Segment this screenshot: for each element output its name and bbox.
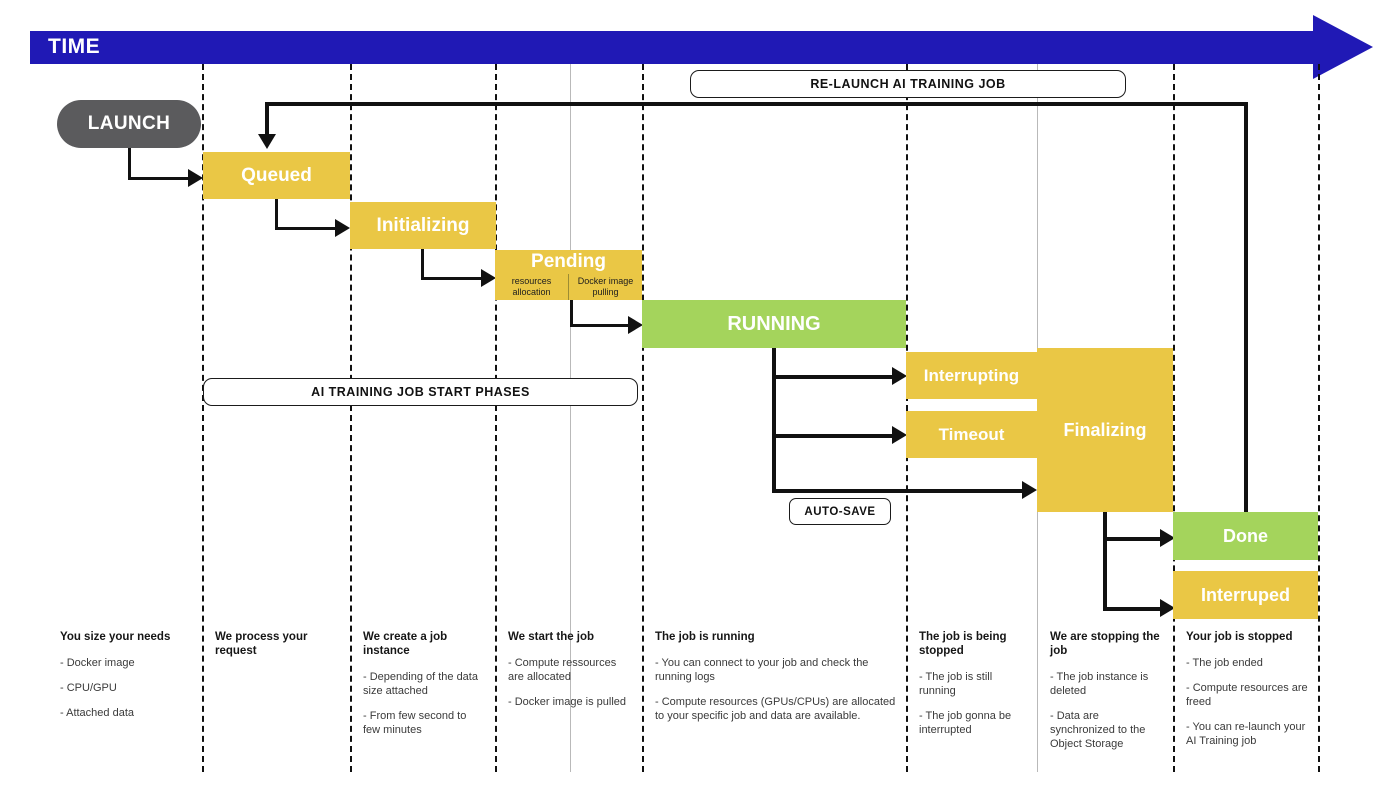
state-interrupting[interactable]: Interrupting bbox=[906, 352, 1037, 399]
pending-to-running-vertical bbox=[570, 300, 573, 324]
relaunch-path-horizontal bbox=[265, 102, 1246, 106]
time-arrow-icon bbox=[1313, 15, 1373, 79]
pending-to-running-arrowhead-icon bbox=[628, 316, 643, 334]
desc-item: - Docker image bbox=[60, 657, 135, 669]
desc-title: Your job is stopped bbox=[1186, 631, 1293, 643]
phase-divider-7 bbox=[1318, 64, 1320, 772]
relaunch-path-vertical-left bbox=[265, 102, 269, 136]
running-to-interrupting-arrowhead-icon bbox=[892, 367, 907, 385]
time-axis-label: TIME bbox=[48, 35, 101, 58]
running-to-timeout-arrowhead-icon bbox=[892, 426, 907, 444]
finalizing-to-done-horizontal bbox=[1103, 537, 1167, 541]
pending-substep-resources-allocation: resources allocation bbox=[495, 274, 568, 300]
desc-item: - You can re-launch your AI Training job bbox=[1186, 721, 1306, 747]
desc-column: We are stopping the job - The job instan… bbox=[1040, 622, 1173, 762]
desc-item: - From few second to few minutes bbox=[363, 710, 467, 736]
relaunch-path-vertical-right bbox=[1244, 102, 1248, 514]
desc-column: The job is being stopped - The job is st… bbox=[909, 622, 1037, 748]
time-axis-banner bbox=[30, 31, 1315, 64]
state-pending-substeps: resources allocation Docker image pullin… bbox=[495, 274, 642, 300]
launch-to-queued-arrowhead-icon bbox=[188, 169, 203, 187]
desc-item: - You can connect to your job and check … bbox=[655, 657, 869, 683]
relaunch-callout[interactable]: RE-LAUNCH AI TRAINING JOB bbox=[690, 70, 1126, 98]
desc-item: - Docker image is pulled bbox=[508, 696, 626, 708]
desc-column: You size your needs - Docker image - CPU… bbox=[50, 622, 202, 731]
finalizing-to-interrupted-horizontal bbox=[1103, 607, 1167, 611]
desc-item: - The job is still running bbox=[919, 671, 993, 697]
start-phases-callout[interactable]: AI TRAINING JOB START PHASES bbox=[203, 378, 638, 406]
desc-item: - Compute ressources are allocated bbox=[508, 657, 617, 683]
phase-descriptions: You size your needs - Docker image - CPU… bbox=[0, 622, 1400, 772]
phase-subdivider-a bbox=[570, 64, 571, 772]
desc-item: - CPU/GPU bbox=[60, 682, 117, 694]
running-to-interrupting-horizontal bbox=[772, 375, 896, 379]
state-timeout[interactable]: Timeout bbox=[906, 411, 1037, 458]
queued-to-initializing-horizontal bbox=[275, 227, 337, 230]
state-running[interactable]: RUNNING bbox=[642, 300, 906, 348]
initializing-to-pending-arrowhead-icon bbox=[481, 269, 496, 287]
running-to-finalizing-arrowhead-icon bbox=[1022, 481, 1037, 499]
desc-item: - Attached data bbox=[60, 707, 134, 719]
launch-to-queued-vertical bbox=[128, 148, 131, 177]
running-to-finalizing-horizontal bbox=[772, 489, 1027, 493]
state-interrupted[interactable]: Interruped bbox=[1173, 571, 1318, 619]
phase-divider-6 bbox=[1173, 64, 1175, 772]
phase-divider-4 bbox=[642, 64, 644, 772]
running-branch-trunk bbox=[772, 348, 776, 492]
desc-title: The job is being stopped bbox=[919, 631, 1007, 657]
launch-node[interactable]: LAUNCH bbox=[57, 100, 201, 148]
running-to-timeout-horizontal bbox=[772, 434, 896, 438]
desc-item: - The job ended bbox=[1186, 657, 1263, 669]
desc-title: We create a job instance bbox=[363, 631, 448, 657]
state-queued[interactable]: Queued bbox=[203, 152, 350, 199]
desc-title: We start the job bbox=[508, 631, 595, 643]
finalizing-to-done-arrowhead-icon bbox=[1160, 529, 1175, 547]
desc-item: - Compute resources are freed bbox=[1186, 682, 1308, 708]
phase-divider-2 bbox=[350, 64, 352, 772]
finalizing-branch-trunk bbox=[1103, 512, 1107, 610]
queued-to-initializing-vertical bbox=[275, 199, 278, 227]
initializing-to-pending-vertical bbox=[421, 249, 424, 277]
pending-to-running-horizontal bbox=[570, 324, 632, 327]
desc-item: - The job instance is deleted bbox=[1050, 671, 1149, 697]
auto-save-callout[interactable]: AUTO-SAVE bbox=[789, 498, 891, 525]
state-pending[interactable]: Pending bbox=[495, 250, 642, 274]
desc-item: - Depending of the data size attached bbox=[363, 671, 478, 697]
launch-to-queued-horizontal bbox=[128, 177, 190, 180]
desc-column: We start the job - Compute ressources ar… bbox=[498, 622, 642, 720]
finalizing-to-interrupted-arrowhead-icon bbox=[1160, 599, 1175, 617]
desc-column: We process your request bbox=[205, 622, 350, 670]
desc-item: - Compute resources (GPUs/CPUs) are allo… bbox=[655, 696, 896, 722]
desc-column: Your job is stopped - The job ended - Co… bbox=[1176, 622, 1318, 759]
phase-divider-3 bbox=[495, 64, 497, 772]
state-done[interactable]: Done bbox=[1173, 512, 1318, 560]
pending-substep-docker-image-pulling: Docker image pulling bbox=[568, 274, 642, 300]
state-initializing[interactable]: Initializing bbox=[350, 202, 496, 249]
desc-title: We process your request bbox=[215, 631, 308, 657]
desc-title: The job is running bbox=[655, 631, 755, 643]
desc-title: You size your needs bbox=[60, 631, 171, 643]
desc-item: - The job gonna be interrupted bbox=[919, 710, 1012, 736]
phase-divider-1 bbox=[202, 64, 204, 772]
queued-to-initializing-arrowhead-icon bbox=[335, 219, 350, 237]
state-finalizing[interactable]: Finalizing bbox=[1037, 348, 1173, 512]
desc-column: The job is running - You can connect to … bbox=[645, 622, 906, 734]
desc-column: We create a job instance - Depending of … bbox=[353, 622, 495, 748]
desc-title: We are stopping the job bbox=[1050, 631, 1160, 657]
initializing-to-pending-horizontal bbox=[421, 277, 483, 280]
relaunch-arrowhead-icon bbox=[258, 134, 276, 149]
desc-item: - Data are synchronized to the Object St… bbox=[1050, 710, 1146, 750]
